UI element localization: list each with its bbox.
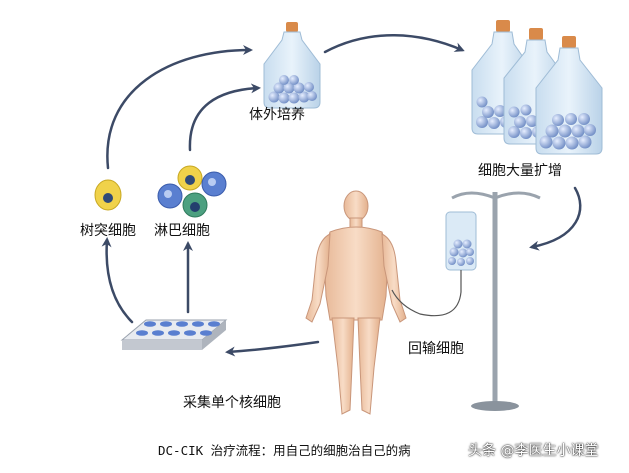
culture-flask [263, 22, 321, 109]
expansion-flask-front [535, 36, 603, 155]
label-dendritic-cells: 树突细胞 [80, 223, 136, 239]
lymphocyte-cluster [157, 165, 227, 218]
label-cell-expansion: 细胞大量扩增 [478, 163, 562, 179]
arrow-plate-to-dc [101, 237, 134, 324]
arrow-dc-to-culture [106, 45, 253, 170]
label-collect-cells: 采集单个核细胞 [183, 395, 281, 411]
expansion-flasks [471, 20, 603, 155]
arrow-lymph-to-culture [188, 83, 261, 152]
iv-bag [445, 211, 477, 271]
iv-tube [391, 270, 462, 317]
label-lymphocytes: 淋巴细胞 [154, 223, 210, 239]
culture-flask-cells [268, 75, 317, 104]
arrow-culture-to-expansion [323, 34, 465, 54]
human-figure [305, 190, 407, 415]
flow-arrows [101, 34, 582, 357]
watermark: 头条 @李医生小课堂 [468, 443, 599, 459]
dendritic-cell [94, 179, 122, 211]
cell-plate [120, 319, 228, 350]
arrow-person-to-plate [225, 340, 320, 357]
label-reinfusion: 回输细胞 [408, 341, 464, 357]
cell-plate-wells [136, 321, 220, 336]
label-in-vitro-culture: 体外培养 [249, 107, 305, 123]
iv-stand [391, 191, 541, 411]
figure-caption: DC-CIK 治疗流程：用自己的细胞治自己的病 [158, 443, 411, 458]
arrow-expansion-to-iv [529, 186, 582, 251]
